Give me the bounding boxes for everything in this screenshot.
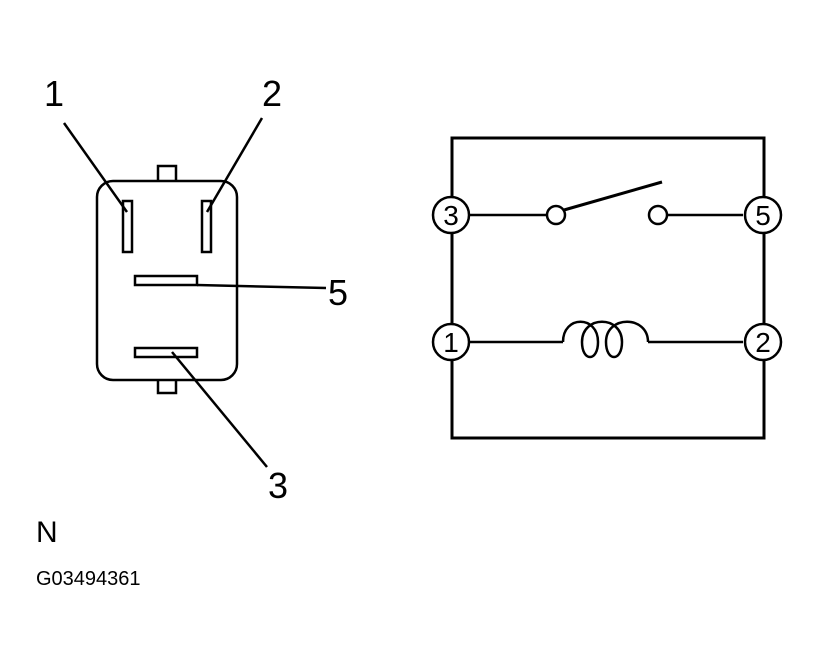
pin-3-label: 3 [268,465,288,506]
coil-symbol [561,320,650,359]
corner-letter: N [36,516,58,549]
relay-connector: 1 2 5 3 [44,73,348,506]
connector-body [95,179,239,382]
figure-code: G03494361 [36,568,141,590]
switch-contact-right [647,204,669,226]
pin-5-blade [133,274,199,287]
pin-2-blade [200,199,213,254]
relay-schematic: 3 5 1 2 [431,136,783,440]
pin-2-leader [205,117,264,213]
switch-contact-left [545,204,567,226]
terminal-2-circle [743,322,783,362]
terminal-3-label: 3 [443,200,459,231]
pin-5-leader [196,283,327,290]
terminal-1-label: 1 [443,327,459,358]
terminal-5-circle [743,195,783,235]
pin-1-leader [62,122,129,213]
switch-arm [563,180,663,212]
pin-1-blade [121,199,134,254]
schematic-frame [450,136,766,440]
pin-3-leader [171,351,268,468]
pin-1-label: 1 [44,73,64,114]
connector-top-tab [156,164,178,184]
terminal-3-circle [431,195,471,235]
pin-5-label: 5 [328,272,348,313]
terminal-5-label: 5 [755,200,771,231]
terminal-2-label: 2 [755,327,771,358]
pin-3-blade [133,346,199,359]
terminal-1-circle [431,322,471,362]
pin-2-label: 2 [262,73,282,114]
